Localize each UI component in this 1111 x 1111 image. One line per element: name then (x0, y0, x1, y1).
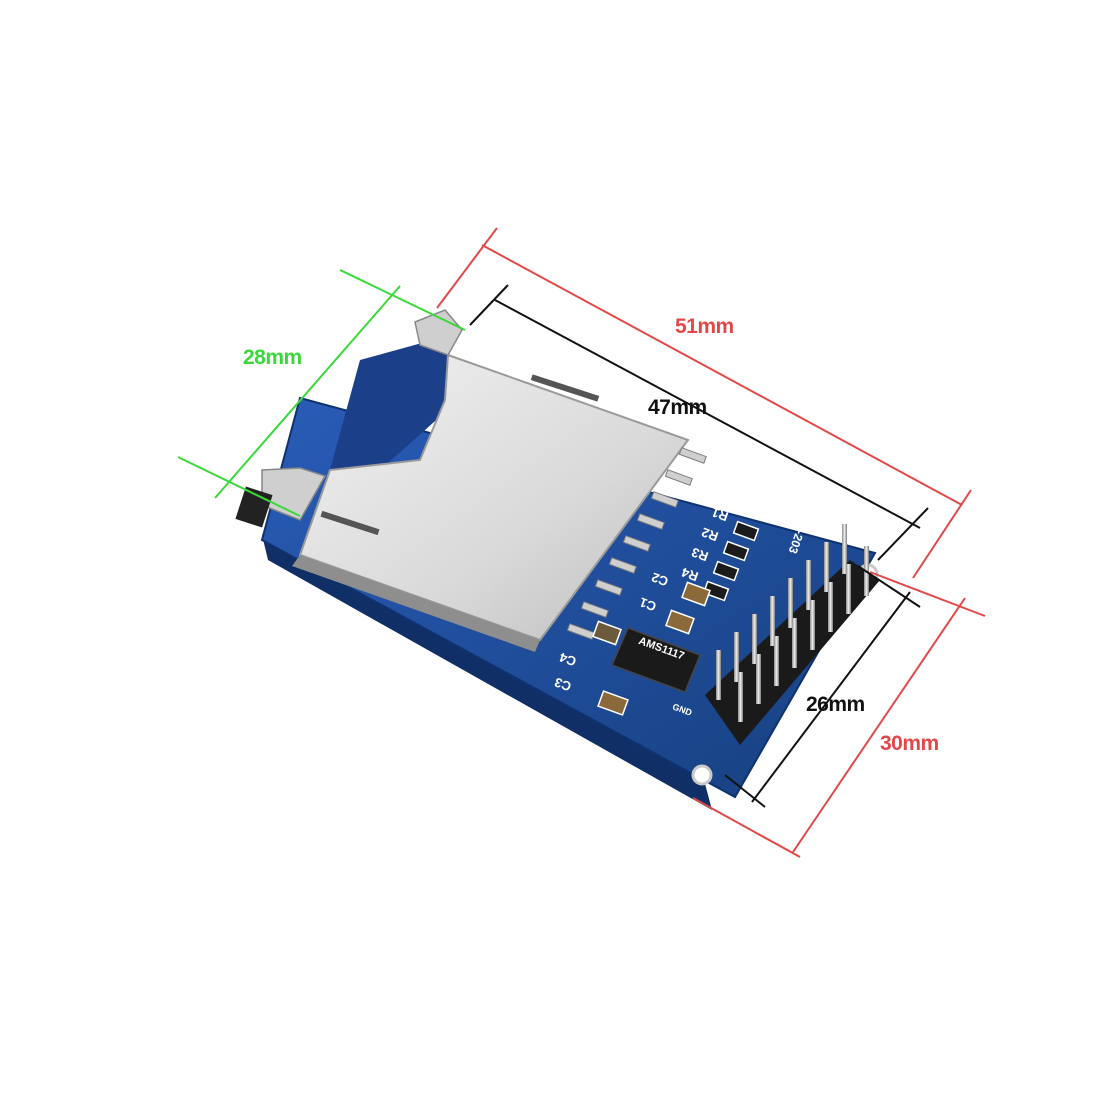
mounting-hole-bottom (691, 764, 713, 786)
shield-tab-top (414, 309, 463, 356)
silk-r1: R1 (710, 505, 731, 525)
dimension-label-51mm: 51mm (675, 315, 734, 338)
socket-contacts (566, 447, 707, 640)
capacitor-c3 (597, 690, 629, 716)
capacitor-c2 (681, 581, 711, 607)
capacitor-c1 (665, 609, 695, 635)
pcb-edge (262, 535, 712, 810)
shield-slot-bottom (320, 510, 380, 536)
silk-c2: C2 (650, 570, 671, 590)
capacitor-c4 (592, 620, 622, 646)
dimension-label-26mm: 26mm (806, 693, 865, 716)
shield-front-edge (292, 555, 540, 652)
dimension-26mm (724, 565, 921, 808)
shield-slot-top (530, 374, 600, 402)
card-detect-switch (235, 486, 273, 528)
silk-c4: C4 (557, 649, 578, 669)
resistor-array (702, 520, 760, 602)
voltage-regulator (610, 627, 701, 693)
silk-r4: R4 (679, 564, 700, 584)
dimension-label-28mm: 28mm (243, 346, 302, 369)
silk-c1: C1 (638, 595, 659, 615)
dimension-label-30mm: 30mm (880, 732, 939, 755)
dimension-51mm (436, 227, 972, 579)
dimension-47mm (469, 284, 929, 561)
sd-socket-shield (298, 353, 690, 642)
silk-c3: C3 (553, 675, 574, 695)
dimension-label-47mm: 47mm (648, 396, 707, 419)
dimension-30mm (692, 571, 986, 858)
silk-r3: R3 (690, 545, 711, 565)
dimension-28mm (177, 269, 466, 517)
card-slot-cavity (330, 338, 470, 470)
sd-card-module: AMS1117 (235, 309, 880, 810)
silk-r2: R2 (700, 525, 721, 545)
